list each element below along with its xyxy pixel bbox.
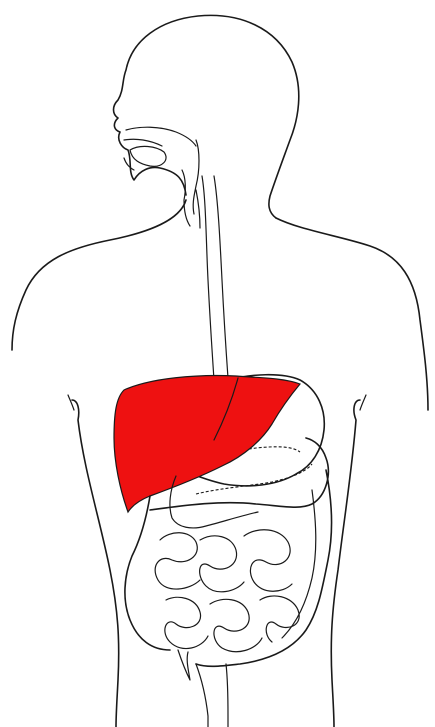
small-intestine-coil-1 — [155, 533, 200, 589]
small-intestine-coil-3 — [244, 530, 292, 592]
left-torso-outline — [72, 400, 119, 727]
esophagus — [196, 176, 228, 380]
rectum-right-wall — [226, 664, 228, 727]
trachea-line — [196, 190, 200, 228]
epiglottis-line — [182, 170, 190, 226]
right-shoulder-outline — [276, 218, 428, 410]
small-intestine-coil-6 — [260, 596, 299, 642]
mouth-and-pharynx — [124, 127, 199, 226]
body-outline — [12, 15, 428, 727]
tongue-outline — [130, 146, 166, 166]
lower-lip-line — [124, 158, 134, 170]
head-outline — [114, 15, 299, 218]
appendix — [178, 650, 190, 680]
small-intestine-coil-2 — [200, 536, 244, 592]
colon-inner-line — [282, 490, 316, 638]
left-armpit-line — [68, 395, 74, 410]
palate-line — [124, 139, 162, 146]
small-intestine — [155, 530, 299, 652]
right-torso-outline — [331, 400, 360, 727]
ascending-colon — [125, 496, 170, 650]
nasal-cavity-line — [126, 127, 196, 146]
small-intestine-coil-5 — [210, 599, 262, 651]
esophagus-left-wall — [202, 176, 214, 380]
left-shoulder-outline — [12, 200, 186, 350]
esophagus-right-wall — [214, 176, 228, 378]
right-armpit-line — [360, 395, 366, 410]
small-intestine-coil-4 — [165, 597, 208, 648]
rectum-left-wall — [196, 664, 208, 727]
